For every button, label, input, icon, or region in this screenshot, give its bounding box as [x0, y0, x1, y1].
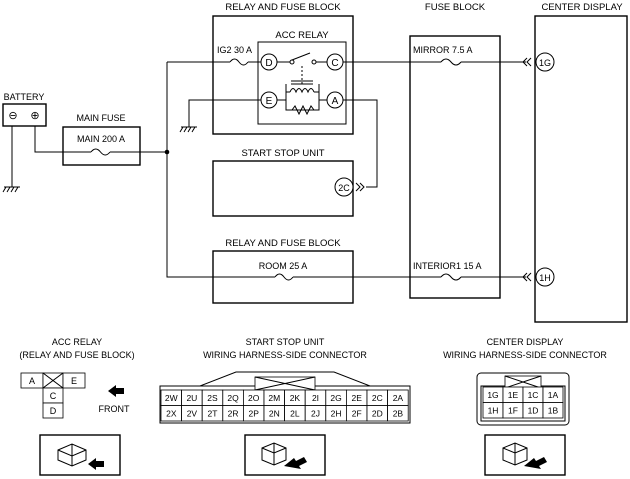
acc-relay-connector-photo-icon — [39, 434, 121, 476]
battery-box — [2, 103, 47, 127]
center-display-pin-label: 1H — [488, 405, 499, 415]
start-stop-connector-cells: 2W 2U 2S 2Q 2O 2M 2K 2I 2G 2E 2C 2A 2X 2V 2T 2R 2P 2N 2L 2J… — [160, 389, 409, 422]
start-stop-connector-title: START STOP UNIT — [246, 337, 325, 347]
center-display-connector-subtitle: WIRING HARNESS-SIDE CONNECTOR — [443, 350, 607, 360]
ig2-fuse-label: IG2 30 A — [217, 45, 252, 55]
center-display-pin-label: 1G — [487, 390, 498, 400]
svg-text:E: E — [266, 96, 273, 107]
center-display-pin-label: 1E — [508, 390, 519, 400]
center-display-pin-label: 1A — [548, 390, 559, 400]
start-stop-pin-label: 2J — [311, 408, 320, 418]
start-stop-unit-box — [212, 160, 354, 217]
relay-switch-icon — [289, 52, 317, 65]
start-stop-pin-label: 2O — [248, 393, 260, 403]
interior1-fuse-label: INTERIOR1 15 A — [413, 261, 482, 271]
acc-relay-box — [257, 41, 347, 125]
acc-cell-d: D — [50, 406, 57, 416]
terminal-e: E — [260, 91, 278, 109]
terminal-2c: 2C — [334, 177, 354, 197]
start-stop-pin-label: 2U — [186, 393, 197, 403]
terminal-d: D — [260, 53, 278, 71]
acc-cell-e: E — [71, 376, 77, 386]
start-stop-pin-label: 2H — [331, 408, 342, 418]
acc-relay-connector: A E C D — [20, 372, 86, 419]
start-stop-pin-label: 2P — [248, 408, 259, 418]
terminal-1h: 1H — [535, 267, 555, 287]
center-display-connector-title: CENTER DISPLAY — [487, 337, 564, 347]
ground-icon — [2, 126, 197, 193]
front-arrow-icon — [108, 385, 124, 397]
main-fuse-title: MAIN FUSE — [76, 113, 125, 123]
start-stop-pin-cell — [387, 405, 409, 422]
fuse-symbols — [90, 58, 462, 281]
mirror-fuse-label: MIRROR 7.5 A — [413, 45, 473, 55]
start-stop-pin-label: 2R — [228, 408, 239, 418]
battery-label: BATTERY — [4, 92, 45, 102]
center-display-connector-photo-icon — [484, 434, 566, 476]
start-stop-pin-label: 2D — [372, 408, 383, 418]
acc-relay-connector-subtitle: (RELAY AND FUSE BLOCK) — [19, 350, 134, 360]
start-stop-pin-label: 2L — [290, 408, 300, 418]
start-stop-pin-label: 2E — [351, 393, 362, 403]
fuse-block — [409, 35, 501, 299]
center-display-pin-cell — [542, 402, 564, 419]
relay-fuse-block-top — [212, 15, 354, 135]
acc-cell-a: A — [29, 376, 35, 386]
front-label: FRONT — [99, 404, 130, 414]
svg-text:C: C — [331, 58, 338, 69]
center-display-box — [534, 15, 628, 323]
fuse-block-title: FUSE BLOCK — [425, 2, 486, 13]
start-stop-pin-label: 2F — [352, 408, 362, 418]
battery-negative-icon: ⊖ — [8, 110, 17, 122]
terminal-a: A — [326, 91, 344, 109]
svg-text:1H: 1H — [539, 273, 551, 283]
acc-relay-label: ACC RELAY — [275, 30, 329, 41]
battery-positive-icon: ⊕ — [30, 110, 39, 122]
acc-relay-connector-title: ACC RELAY — [52, 337, 102, 347]
start-stop-pin-label: 2Q — [227, 393, 239, 403]
start-stop-pin-label: 2K — [290, 393, 301, 403]
terminal-1g: 1G — [535, 52, 555, 72]
svg-text:A: A — [332, 96, 339, 107]
svg-text:2C: 2C — [338, 183, 350, 193]
start-stop-connector-subtitle: WIRING HARNESS-SIDE CONNECTOR — [203, 350, 367, 360]
start-stop-pin-label: 2S — [207, 393, 218, 403]
center-display-title: CENTER DISPLAY — [541, 2, 623, 13]
wires — [11, 61, 526, 278]
start-stop-pin-label: 2C — [372, 393, 383, 403]
connector-chevrons — [355, 57, 532, 282]
start-stop-unit-title: START STOP UNIT — [241, 148, 324, 159]
resistor-icon — [291, 104, 315, 116]
start-stop-pin-label: 2M — [268, 393, 280, 403]
relay-coil-icon — [285, 80, 320, 94]
start-stop-pin-label: 2X — [166, 408, 177, 418]
terminal-c: C — [326, 53, 344, 71]
svg-text:1G: 1G — [539, 58, 551, 68]
relay-fuse-block-title: RELAY AND FUSE BLOCK — [225, 2, 341, 13]
center-display-connector-housing — [476, 372, 570, 426]
start-stop-pin-label: 2A — [393, 393, 404, 403]
acc-cell-c: C — [50, 391, 57, 401]
room-fuse-label: ROOM 25 A — [259, 261, 308, 271]
center-display-pin-label: 1B — [548, 405, 559, 415]
main-fuse-label: MAIN 200 A — [77, 134, 125, 144]
start-stop-pin-label: 2I — [312, 393, 319, 403]
start-stop-pin-label: 2N — [269, 408, 280, 418]
relay-fuse-block-bottom-title: RELAY AND FUSE BLOCK — [225, 238, 341, 249]
svg-text:D: D — [265, 58, 272, 69]
start-stop-pin-label: 2V — [187, 408, 198, 418]
center-display-pin-label: 1C — [528, 390, 539, 400]
start-stop-pin-label: 2G — [330, 393, 341, 403]
center-display-pin-label: 1F — [508, 405, 518, 415]
start-stop-connector-photo-icon — [244, 434, 326, 476]
center-display-pin-label: 1D — [528, 405, 539, 415]
start-stop-pin-label: 2W — [165, 393, 178, 403]
main-fuse-box — [62, 126, 141, 166]
center-display-connector-cells: 1G 1E 1C 1A 1H 1F 1D 1B — [482, 386, 564, 419]
start-stop-pin-label: 2B — [393, 408, 404, 418]
start-stop-pin-label: 2T — [208, 408, 218, 418]
